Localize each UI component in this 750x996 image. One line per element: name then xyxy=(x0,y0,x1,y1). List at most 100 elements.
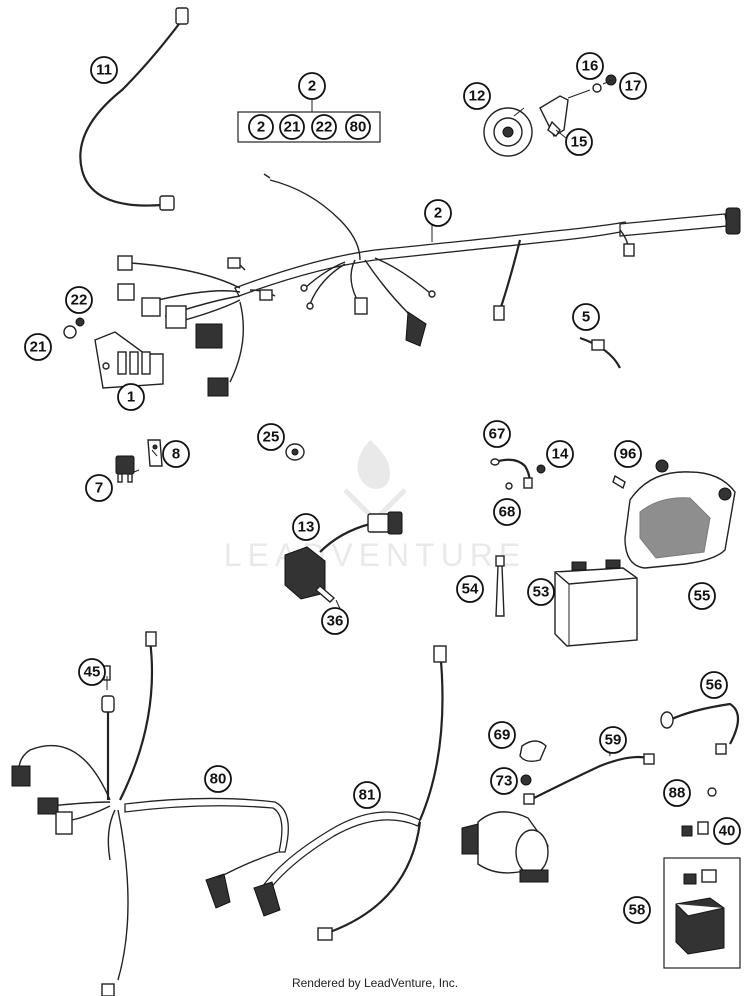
callout-73: 73 xyxy=(490,767,518,795)
strap-54 xyxy=(495,555,505,617)
svg-text:88: 88 xyxy=(669,785,686,802)
svg-text:5: 5 xyxy=(582,309,590,326)
kit-item-80: 80 xyxy=(345,114,371,140)
callout-2-kit: 2 xyxy=(298,72,326,100)
svg-text:45: 45 xyxy=(84,664,101,681)
svg-text:81: 81 xyxy=(359,787,376,804)
svg-text:2: 2 xyxy=(434,205,442,222)
svg-text:25: 25 xyxy=(263,429,280,446)
cable-11 xyxy=(79,7,189,211)
svg-text:8: 8 xyxy=(172,446,180,463)
callout-69: 69 xyxy=(488,721,516,749)
nut-73 xyxy=(520,774,532,786)
callout-53: 53 xyxy=(527,578,555,606)
watermark-text: LEADVENTURE xyxy=(224,537,527,573)
callouts: 11 2 2 21 22 80 12 16 xyxy=(24,52,741,924)
main-harness-2 xyxy=(117,173,741,397)
kit-item-2: 2 xyxy=(248,114,274,140)
callout-67: 67 xyxy=(483,420,511,448)
callout-13: 13 xyxy=(292,513,320,541)
watermark: LEADVENTURE xyxy=(224,440,527,573)
screw-88 xyxy=(707,787,717,797)
svg-text:68: 68 xyxy=(499,504,516,521)
svg-text:2: 2 xyxy=(257,119,265,136)
harness-81 xyxy=(253,645,447,941)
callout-88: 88 xyxy=(663,779,691,807)
svg-text:73: 73 xyxy=(496,773,513,790)
relay-7 xyxy=(115,455,135,483)
callout-5: 5 xyxy=(572,303,600,331)
svg-text:14: 14 xyxy=(552,446,569,463)
svg-text:15: 15 xyxy=(571,134,588,151)
svg-text:13: 13 xyxy=(298,519,315,536)
callout-7: 7 xyxy=(85,474,113,502)
callout-68: 68 xyxy=(493,498,521,526)
starter-motor xyxy=(461,811,549,883)
svg-text:12: 12 xyxy=(469,88,486,105)
svg-text:96: 96 xyxy=(620,446,637,463)
callout-40: 40 xyxy=(713,817,741,845)
svg-text:2: 2 xyxy=(308,78,316,95)
callout-21: 21 xyxy=(24,333,52,361)
svg-text:80: 80 xyxy=(210,771,227,788)
cable-tie-5 xyxy=(579,336,621,369)
regulator-13 xyxy=(284,511,403,603)
callout-16: 16 xyxy=(576,52,604,80)
callout-55: 55 xyxy=(688,582,716,610)
callout-96: 96 xyxy=(614,440,642,468)
callout-22: 22 xyxy=(65,286,93,314)
svg-text:36: 36 xyxy=(327,613,344,630)
callout-11: 11 xyxy=(90,56,118,84)
kit-item-21: 21 xyxy=(279,114,305,140)
callout-14: 14 xyxy=(546,440,574,468)
starter-cable-59 xyxy=(523,753,655,805)
kit-item-22: 22 xyxy=(311,114,337,140)
callout-8: 8 xyxy=(162,440,190,468)
battery-53 xyxy=(554,559,638,647)
svg-text:67: 67 xyxy=(489,426,506,443)
svg-text:69: 69 xyxy=(494,727,511,744)
cap-69 xyxy=(519,740,547,763)
svg-text:54: 54 xyxy=(462,581,479,598)
callout-45: 45 xyxy=(78,658,106,686)
svg-text:7: 7 xyxy=(95,480,103,497)
callout-15: 15 xyxy=(565,128,593,156)
svg-text:56: 56 xyxy=(706,677,723,694)
footer-credit: Rendered by LeadVenture, Inc. xyxy=(291,976,459,990)
leader-lines xyxy=(106,79,613,757)
svg-text:16: 16 xyxy=(582,58,599,75)
svg-text:22: 22 xyxy=(71,292,88,309)
callout-12: 12 xyxy=(463,82,491,110)
svg-text:40: 40 xyxy=(719,823,736,840)
ground-cable-67 xyxy=(490,458,546,490)
callout-54: 54 xyxy=(456,575,484,603)
svg-text:80: 80 xyxy=(350,119,367,136)
svg-text:17: 17 xyxy=(625,78,642,95)
svg-text:1: 1 xyxy=(127,389,135,406)
svg-text:53: 53 xyxy=(533,584,550,601)
callout-36: 36 xyxy=(321,607,349,635)
svg-text:55: 55 xyxy=(694,588,711,605)
callout-2-harness: 2 xyxy=(424,199,452,227)
callout-59: 59 xyxy=(599,726,627,754)
callout-80: 80 xyxy=(204,765,232,793)
grommet-25 xyxy=(285,443,305,461)
svg-text:58: 58 xyxy=(629,902,646,919)
fuse-40 xyxy=(681,821,709,837)
callout-1: 1 xyxy=(117,383,145,411)
harness-80 xyxy=(11,631,289,996)
battery-cable-56 xyxy=(660,702,740,755)
svg-text:59: 59 xyxy=(605,732,622,749)
callout-17: 17 xyxy=(619,72,647,100)
callout-56: 56 xyxy=(700,671,728,699)
starter-relay-58 xyxy=(663,857,741,969)
svg-text:21: 21 xyxy=(30,339,47,356)
svg-text:11: 11 xyxy=(96,62,112,79)
svg-text:22: 22 xyxy=(316,119,333,136)
callout-81: 81 xyxy=(353,781,381,809)
callout-58: 58 xyxy=(623,896,651,924)
bracket-1 xyxy=(63,317,164,389)
svg-text:21: 21 xyxy=(284,119,301,136)
horn-12 xyxy=(483,74,617,157)
